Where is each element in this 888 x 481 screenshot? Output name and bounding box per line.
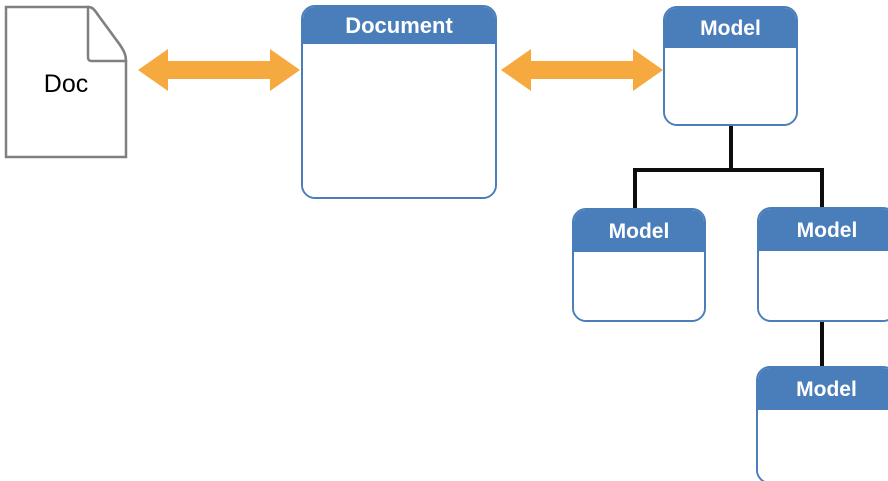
document-node[interactable]: Document (301, 5, 497, 199)
model-root-body (665, 48, 796, 124)
connector-branch-bar (633, 168, 824, 172)
model-child-left-title: Model (574, 210, 704, 252)
doc-page-icon[interactable] (4, 5, 128, 159)
connector-drop-grandchild (820, 320, 824, 368)
model-child-left-body (574, 252, 704, 320)
double-arrow-shape (501, 49, 663, 91)
model-child-left-node[interactable]: Model (572, 208, 706, 322)
document-node-body (303, 44, 495, 197)
model-root-title: Model (665, 8, 796, 48)
model-child-right-title: Model (759, 209, 888, 251)
model-root-node[interactable]: Model (663, 6, 798, 126)
model-grandchild-body (758, 410, 888, 481)
model-grandchild-node[interactable]: Model (756, 366, 888, 481)
double-arrow-shape (138, 49, 300, 91)
model-child-right-body (759, 251, 888, 320)
doc-page-fold (86, 5, 128, 63)
model-grandchild-title: Model (758, 368, 888, 410)
double-arrow-doc-to-document[interactable] (136, 44, 302, 96)
double-arrow-document-to-model[interactable] (499, 44, 665, 96)
connector-root-stem (729, 125, 733, 171)
document-node-title: Document (303, 7, 495, 44)
model-child-right-node[interactable]: Model (757, 207, 888, 322)
connector-drop-right (820, 168, 824, 210)
connector-drop-left (633, 168, 637, 212)
doc-label: Doc (43, 70, 89, 98)
